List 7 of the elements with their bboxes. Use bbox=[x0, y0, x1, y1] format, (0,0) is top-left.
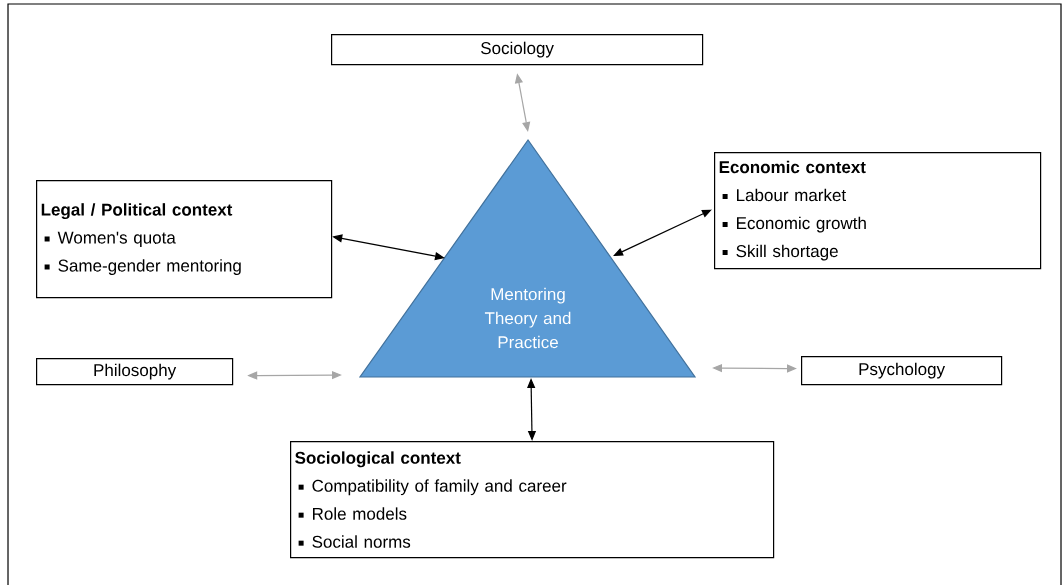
arrow bbox=[613, 209, 712, 256]
text-box: Sociology bbox=[331, 34, 704, 66]
text-box: Psychology bbox=[801, 356, 1003, 386]
context-box: Legal / Political context Women's quota Same-gender mentoring bbox=[36, 180, 333, 299]
context-box: Economic context Labour market Economic growth Skill shortage bbox=[714, 152, 1042, 270]
context-box: Sociological context Compatibility of family and career Role models Social norms bbox=[290, 441, 775, 559]
text-box: Philosophy bbox=[36, 358, 234, 386]
